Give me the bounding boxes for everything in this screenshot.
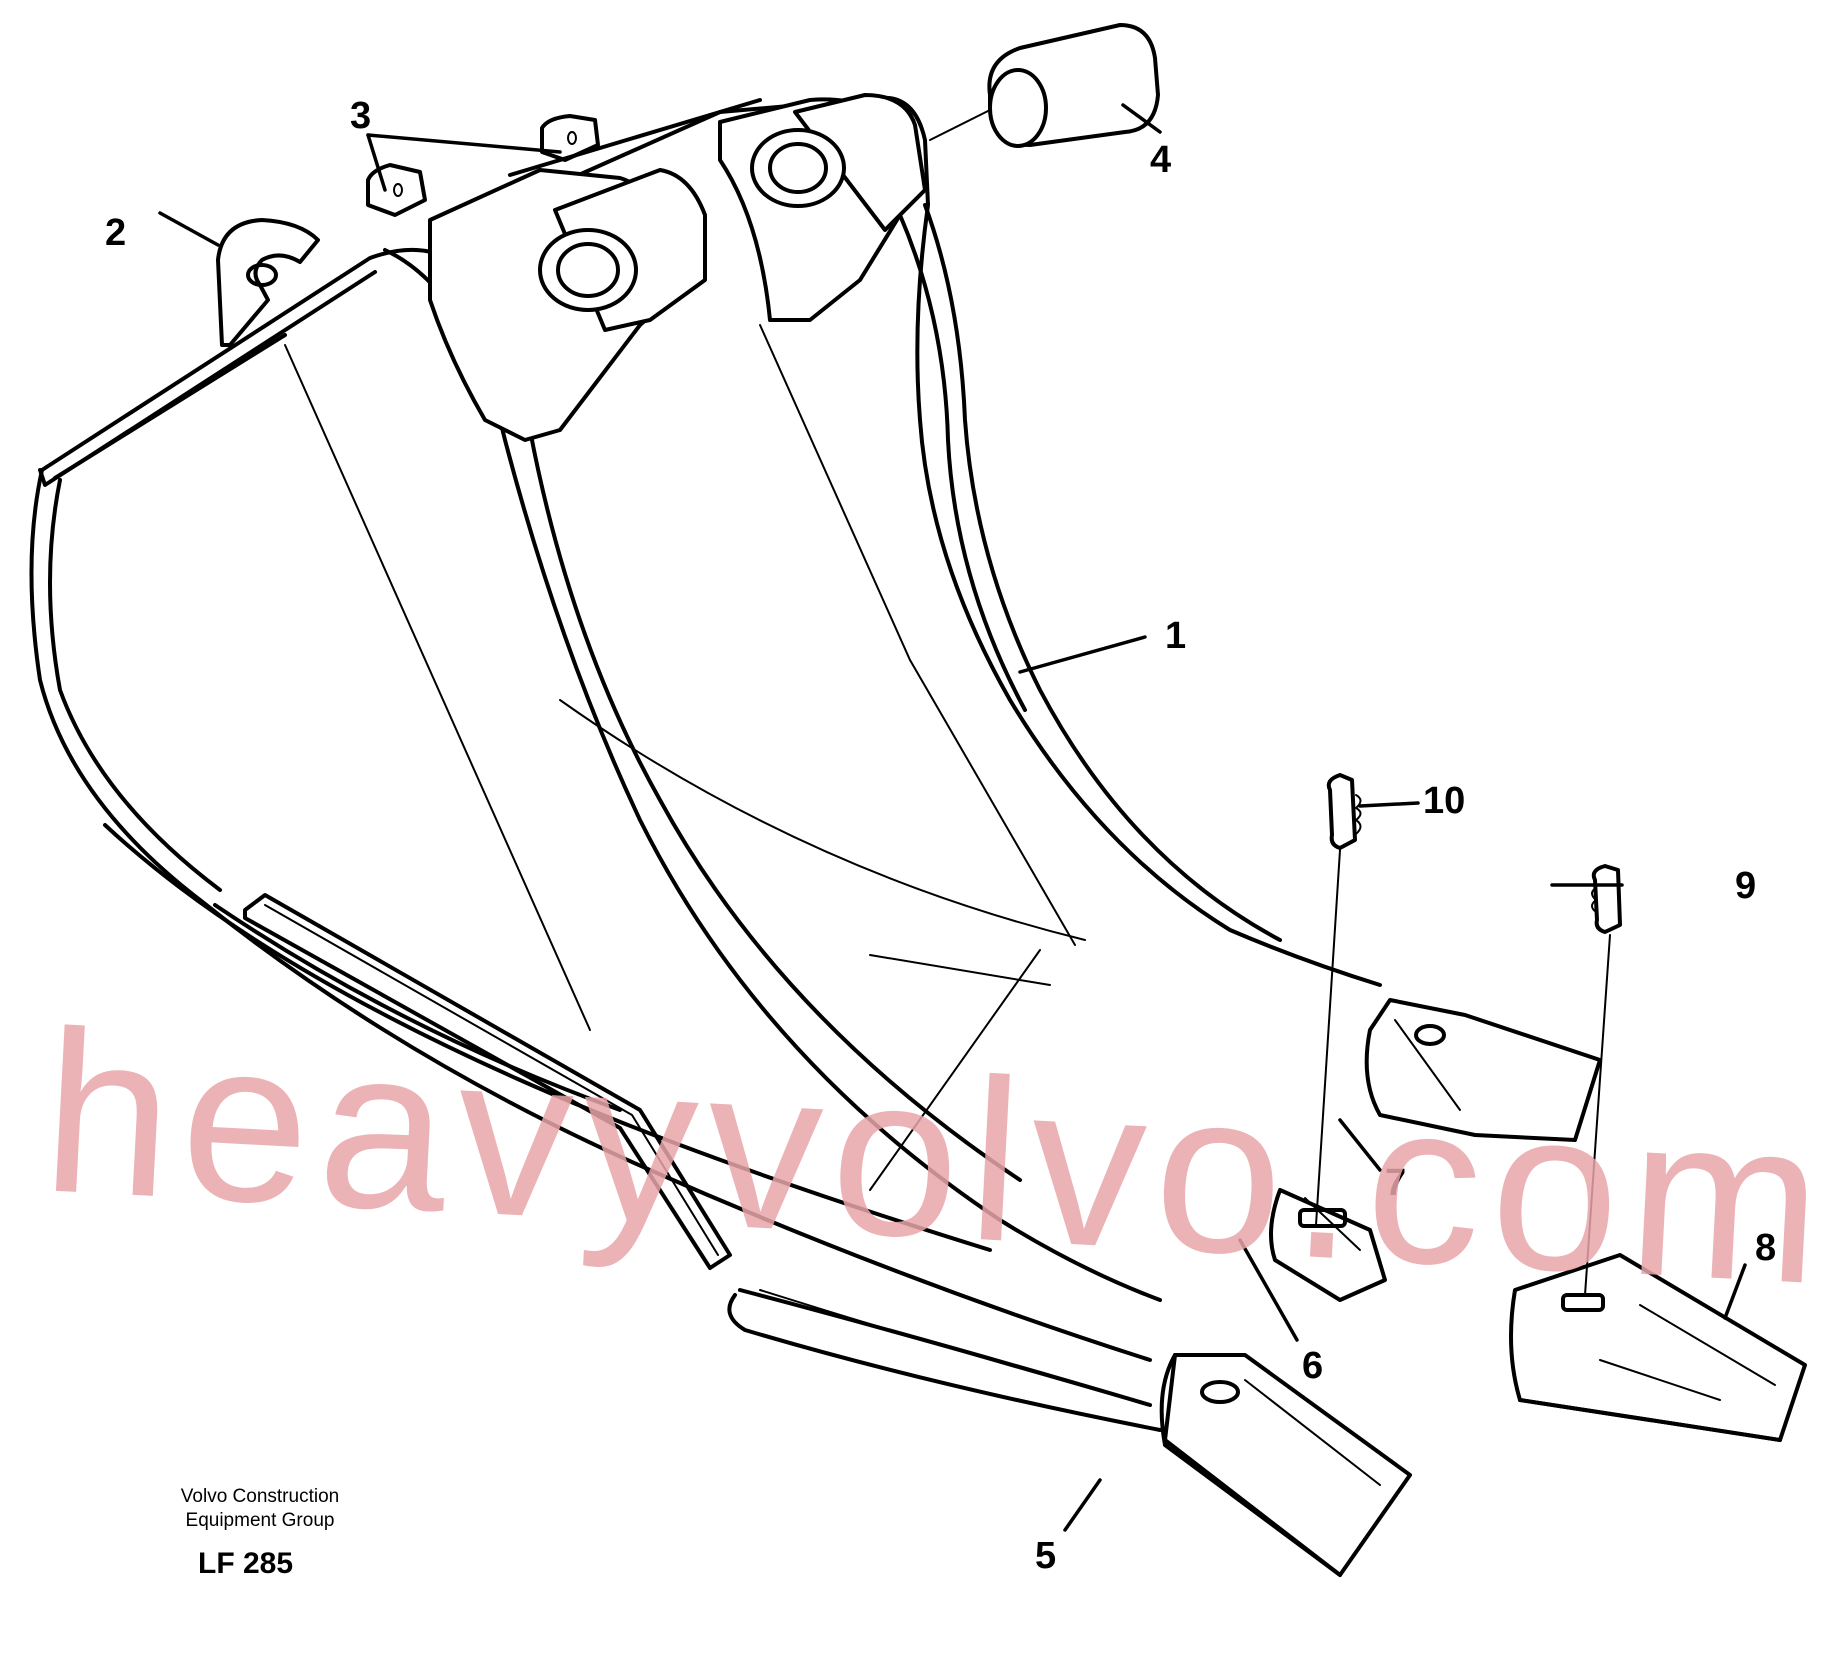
adapter-upper	[1364, 998, 1602, 1142]
drawing-number: LF 285	[198, 1547, 294, 1580]
caption-line-2: Equipment Group	[185, 1510, 335, 1531]
tooth-loose	[1509, 1253, 1807, 1442]
caption-line-1: Volvo Construction	[180, 1486, 340, 1507]
lifting-eye	[216, 218, 320, 347]
locking-pin-upper	[1315, 773, 1362, 1226]
mounting-brackets	[428, 93, 927, 442]
tooth-lower	[1159, 1353, 1412, 1577]
leader-lines	[158, 103, 1747, 1532]
watermark-text: heavyvolvo.com	[37, 982, 1836, 1332]
callout-8: 8	[1755, 1227, 1776, 1269]
callout-1: 1	[1165, 615, 1186, 657]
locking-pin-lower	[1584, 864, 1622, 1296]
callout-6: 6	[1302, 1345, 1323, 1387]
callout-4: 4	[1150, 139, 1171, 181]
callout-10: 10	[1423, 780, 1465, 822]
callout-2: 2	[105, 212, 126, 254]
manufacturer-caption: Volvo Construction Equipment Group	[150, 1485, 370, 1533]
tooth-upper	[1269, 1188, 1387, 1302]
callouts: 1 2 3 4 5 6 7 8 9 10	[105, 95, 1776, 1577]
callout-7: 7	[1385, 1162, 1406, 1204]
callout-5: 5	[1035, 1535, 1056, 1577]
pin	[929, 23, 1160, 148]
callout-9: 9	[1735, 865, 1756, 907]
callout-3: 3	[350, 95, 371, 137]
